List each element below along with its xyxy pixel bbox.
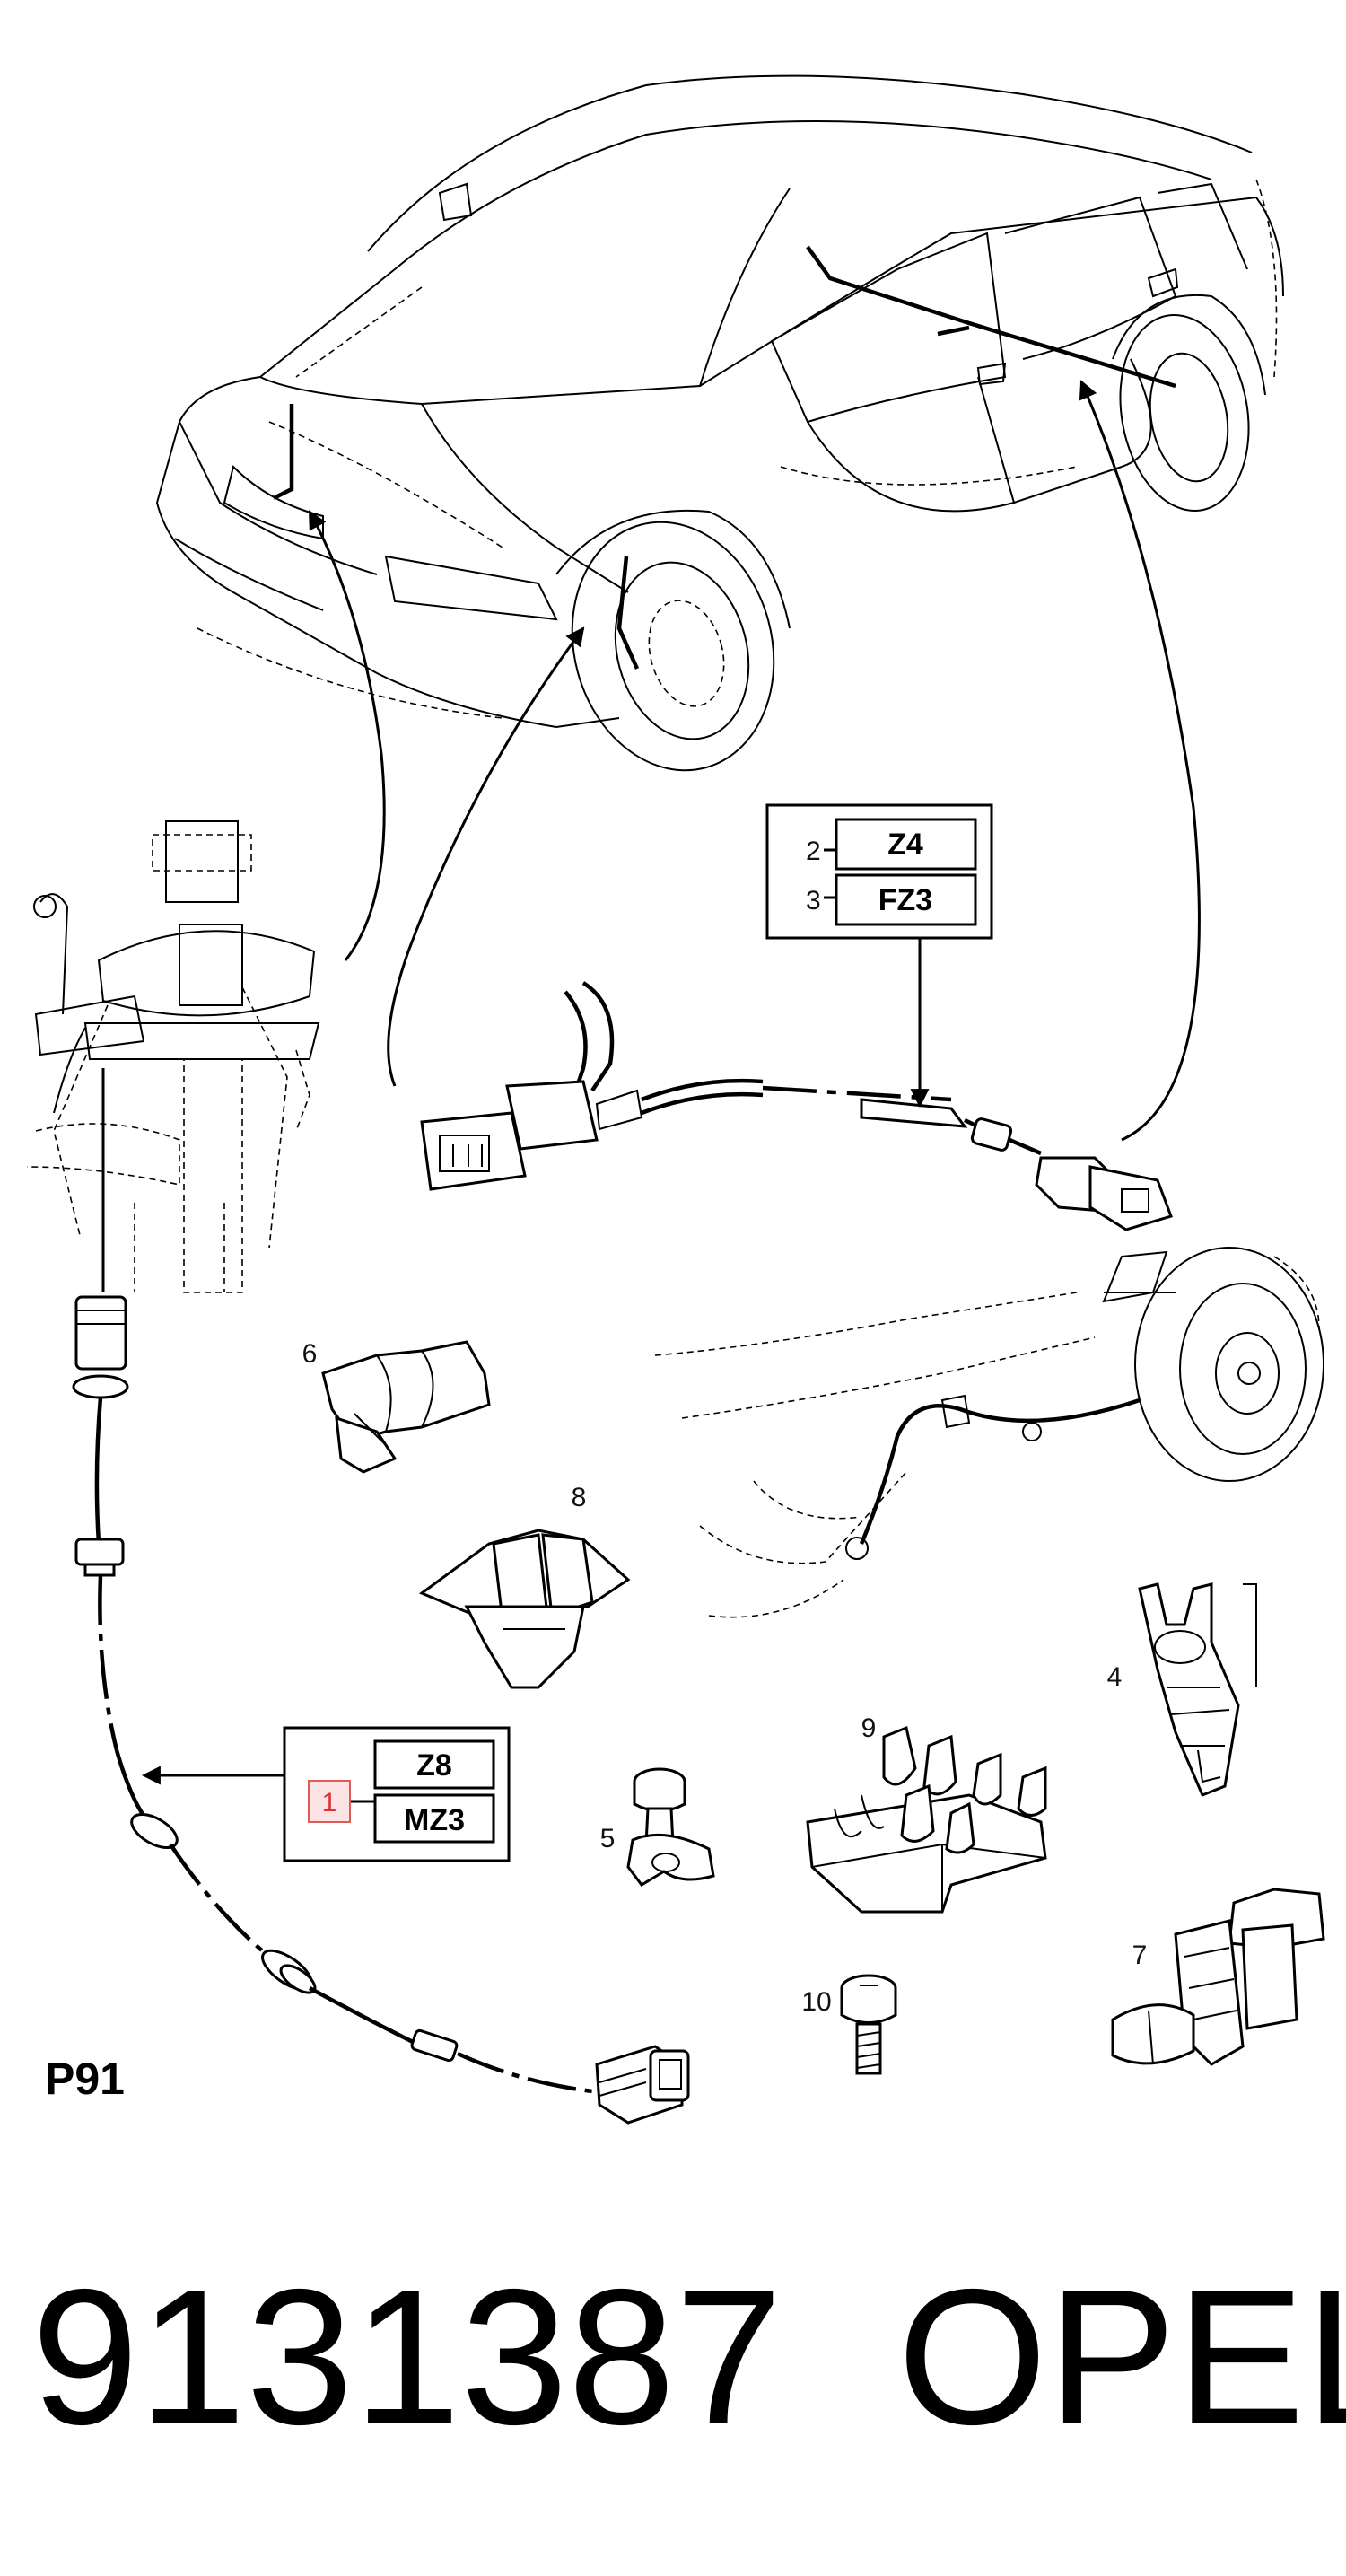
part-label-4: 4 — [1107, 1662, 1123, 1692]
clip-part-6 — [321, 1340, 491, 1474]
clip-part-9 — [806, 1725, 1047, 1914]
rear-axle — [654, 1247, 1324, 1618]
callout-code-z4: Z4 — [887, 828, 923, 862]
main-harness — [420, 981, 1173, 1231]
clip-part-7 — [1111, 1888, 1325, 2066]
part-label-9: 9 — [861, 1713, 877, 1743]
callout-box-upper: 2 3 Z4 FZ3 — [765, 803, 993, 1108]
callout-code-z8: Z8 — [416, 1748, 452, 1783]
location-arrows — [308, 380, 1201, 1142]
part-label-5: 5 — [600, 1824, 616, 1853]
brand-name: OPEL — [897, 2248, 1346, 2465]
callout-number-1: 1 — [322, 1788, 337, 1818]
callout-number-2: 2 — [806, 837, 821, 866]
callout-code-mz3: MZ3 — [404, 1803, 465, 1837]
clip-part-4 — [1138, 1582, 1257, 1797]
front-sensor-cable — [72, 1068, 690, 2125]
callout-code-fz3: FZ3 — [878, 883, 932, 917]
part-label-10: 10 — [801, 1987, 831, 2017]
diagram-code: P91 — [45, 2054, 125, 2104]
bolt-part-10 — [840, 1974, 897, 2075]
callout-number-3: 3 — [806, 886, 821, 916]
part-number: 9131387 — [31, 2248, 782, 2465]
highlight-marker — [308, 1780, 351, 1823]
part-label-6: 6 — [302, 1339, 318, 1369]
part-label-7: 7 — [1132, 1941, 1148, 1970]
clip-part-5 — [626, 1767, 715, 1887]
strut-assembly — [26, 820, 320, 1293]
vehicle-illustration — [155, 74, 1284, 772]
clip-part-8 — [418, 1529, 631, 1689]
part-label-8: 8 — [572, 1483, 587, 1512]
callout-box-lower: 1 Z8 MZ3 — [141, 1726, 511, 1862]
